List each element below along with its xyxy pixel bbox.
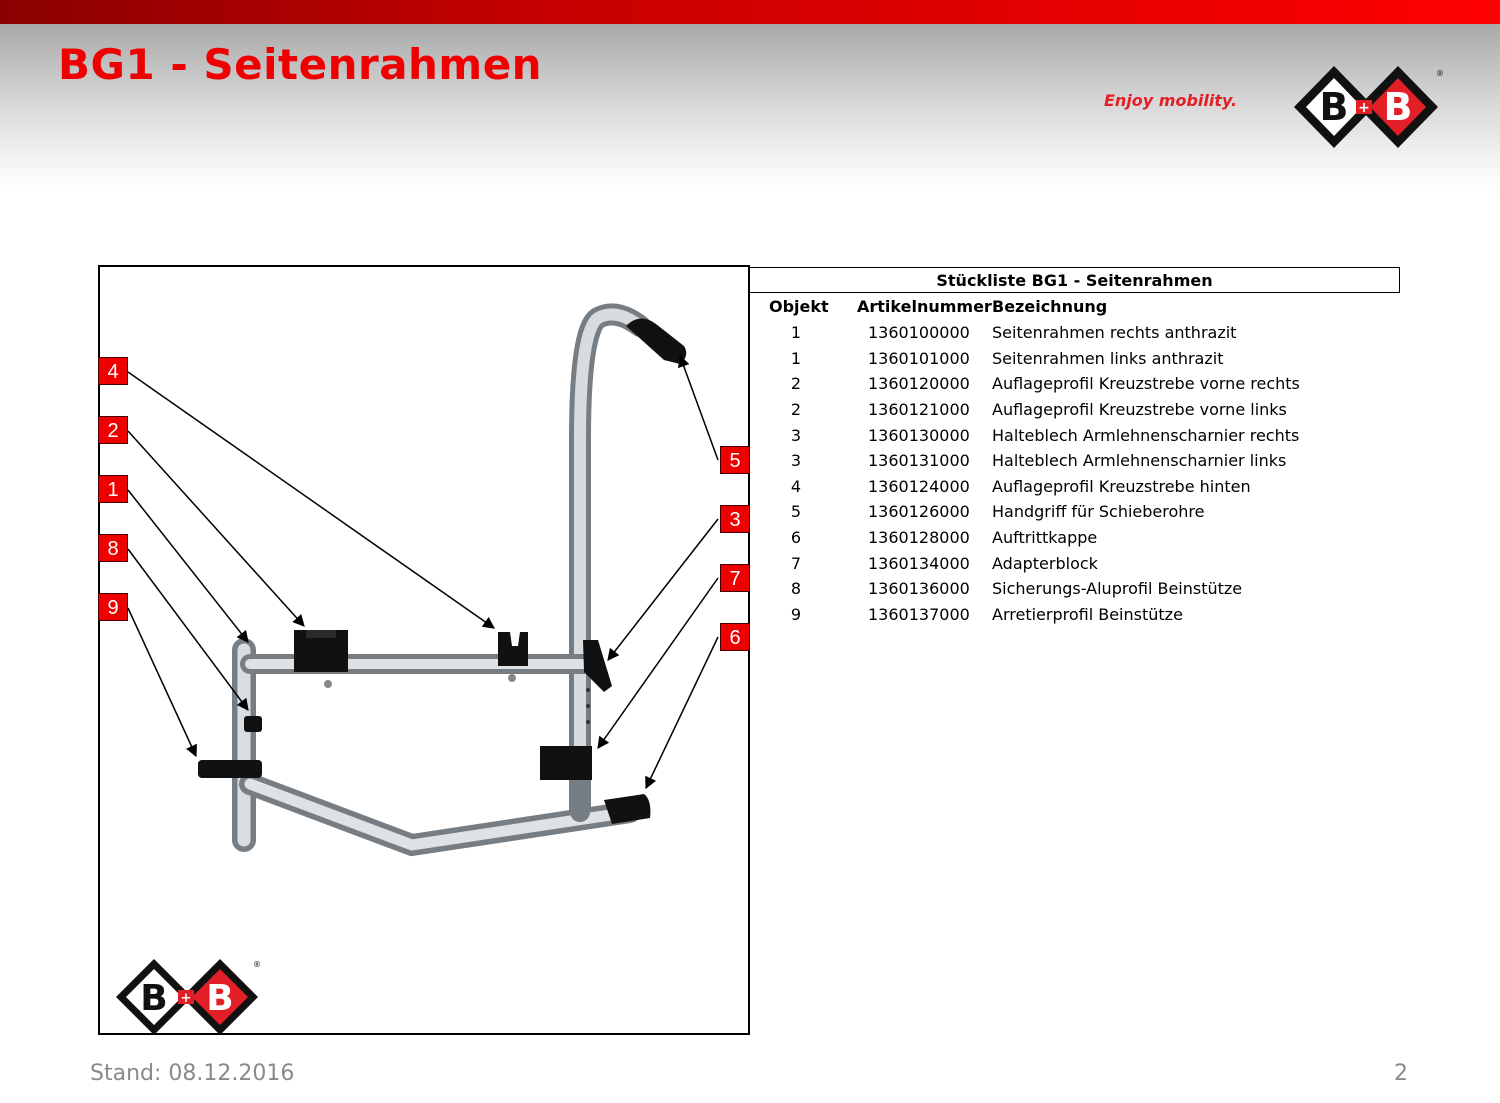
- cell-article: 1360120000: [868, 374, 970, 393]
- logo-right-letter: B: [1384, 85, 1413, 129]
- cell-object: 9: [790, 605, 802, 624]
- header-band: [0, 24, 1500, 194]
- cell-object: 1: [790, 323, 802, 342]
- cell-description: Seitenrahmen links anthrazit: [992, 349, 1224, 368]
- cell-description: Seitenrahmen rechts anthrazit: [992, 323, 1237, 342]
- callout-9: 9: [98, 593, 128, 621]
- page-title: BG1 - Seitenrahmen: [58, 40, 543, 89]
- cell-description: Auflageprofil Kreuzstrebe hinten: [992, 477, 1251, 496]
- table-row: 1 1360101000 Seitenrahmen links anthrazi…: [750, 349, 1400, 374]
- tagline: Enjoy mobility.: [1104, 91, 1238, 110]
- cell-object: 2: [790, 400, 802, 419]
- support-profile-rear: [498, 632, 528, 666]
- cell-description: Halteblech Armlehnenscharnier rechts: [992, 426, 1300, 445]
- cell-object: 6: [790, 528, 802, 547]
- cell-description: Auftrittkappe: [992, 528, 1098, 547]
- aluminum-frame-tubes: [232, 303, 651, 857]
- cell-object: 5: [790, 502, 802, 521]
- logo-registered: ®: [1436, 69, 1444, 78]
- header-article-number: Artikelnummer: [857, 297, 992, 316]
- table-row: 3 1360131000 Halteblech Armlehnenscharni…: [750, 451, 1400, 476]
- callout-2: 2: [98, 416, 128, 444]
- callout-5: 5: [720, 446, 750, 474]
- cell-description: Handgriff für Schieberohre: [992, 502, 1205, 521]
- parts-list-title: Stückliste BG1 - Seitenrahmen: [750, 267, 1400, 293]
- callout-8: 8: [98, 534, 128, 562]
- callout-7: 7: [720, 564, 750, 592]
- cell-object: 3: [790, 426, 802, 445]
- adapter-block: [540, 746, 592, 780]
- cell-description: Halteblech Armlehnenscharnier links: [992, 451, 1287, 470]
- table-row: 5 1360126000 Handgriff für Schieberohre: [750, 502, 1400, 527]
- cell-article: 1360128000: [868, 528, 970, 547]
- header-object: Objekt: [769, 297, 829, 316]
- table-row: 4 1360124000 Auflageprofil Kreuzstrebe h…: [750, 477, 1400, 502]
- logo-right-letter: B: [206, 978, 233, 1019]
- logo-plus: +: [1358, 100, 1370, 116]
- table-row: 6 1360128000 Auftrittkappe: [750, 528, 1400, 553]
- cell-article: 1360100000: [868, 323, 970, 342]
- table-row: 2 1360121000 Auflageprofil Kreuzstrebe v…: [750, 400, 1400, 425]
- table-row: 3 1360130000 Halteblech Armlehnenscharni…: [750, 426, 1400, 451]
- leader-arrows: [127, 354, 719, 790]
- cell-article: 1360134000: [868, 554, 970, 573]
- bb-logo-header: B B + ®: [1294, 66, 1444, 148]
- cell-article: 1360130000: [868, 426, 970, 445]
- page-number: 2: [1394, 1061, 1408, 1086]
- logo-registered: ®: [253, 960, 261, 969]
- logo-left-letter: B: [140, 978, 167, 1019]
- header-description: Bezeichnung: [992, 297, 1108, 316]
- cell-article: 1360101000: [868, 349, 970, 368]
- logo-plus: +: [181, 991, 192, 1006]
- logo-left-letter: B: [1320, 85, 1349, 129]
- bb-logo-diagram: B B + ®: [116, 959, 261, 1035]
- safety-profile: [244, 716, 262, 732]
- hinge-plate: [583, 640, 612, 692]
- cell-object: 2: [790, 374, 802, 393]
- top-red-bar: [0, 0, 1500, 24]
- callout-4: 4: [98, 357, 128, 385]
- cell-object: 3: [790, 451, 802, 470]
- cell-article: 1360124000: [868, 477, 970, 496]
- cell-description: Sicherungs-Aluprofil Beinstütze: [992, 579, 1243, 598]
- handle-grip: [626, 318, 687, 364]
- cell-object: 7: [790, 554, 802, 573]
- step-cap: [604, 794, 651, 824]
- cell-description: Auflageprofil Kreuzstrebe vorne links: [992, 400, 1287, 419]
- callout-1: 1: [98, 475, 128, 503]
- cell-object: 8: [790, 579, 802, 598]
- footer-date: Stand: 08.12.2016: [90, 1061, 295, 1086]
- table-row: 8 1360136000 Sicherungs-Aluprofil Beinst…: [750, 579, 1400, 604]
- cell-description: Auflageprofil Kreuzstrebe vorne rechts: [992, 374, 1300, 393]
- cell-article: 1360126000: [868, 502, 970, 521]
- callout-6: 6: [720, 623, 750, 651]
- cell-article: 1360121000: [868, 400, 970, 419]
- table-row: 9 1360137000 Arretierprofil Beinstütze: [750, 605, 1400, 630]
- cell-article: 1360131000: [868, 451, 970, 470]
- rear-push-tube: [569, 303, 651, 823]
- callout-3: 3: [720, 505, 750, 533]
- cell-description: Adapterblock: [992, 554, 1098, 573]
- cell-article: 1360136000: [868, 579, 970, 598]
- table-row: 1 1360100000 Seitenrahmen rechts anthraz…: [750, 323, 1400, 348]
- black-components: [198, 318, 687, 824]
- cell-object: 1: [790, 349, 802, 368]
- cell-description: Arretierprofil Beinstütze: [992, 605, 1183, 624]
- cell-article: 1360137000: [868, 605, 970, 624]
- cell-object: 4: [790, 477, 802, 496]
- table-row: 7 1360134000 Adapterblock: [750, 554, 1400, 579]
- lock-profile: [198, 760, 262, 778]
- table-row: 2 1360120000 Auflageprofil Kreuzstrebe v…: [750, 374, 1400, 399]
